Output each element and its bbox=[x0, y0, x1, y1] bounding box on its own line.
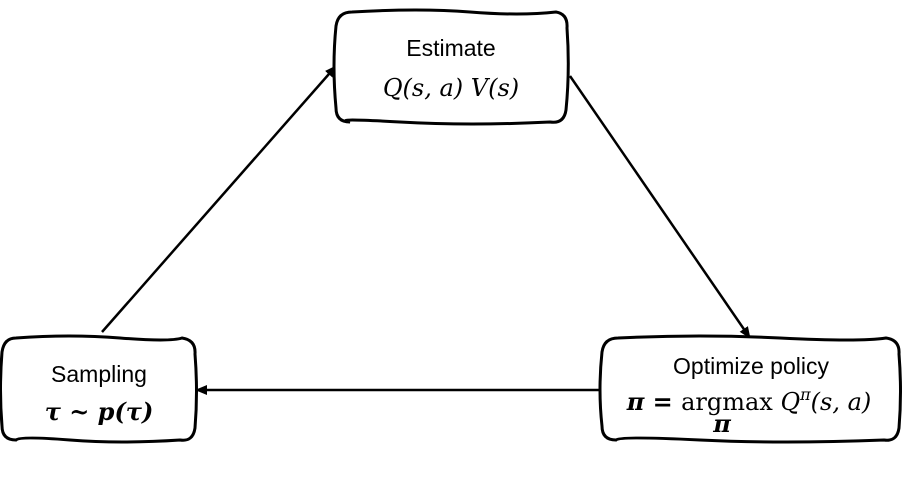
sampling-title: Sampling bbox=[51, 361, 147, 387]
arrow-estimate-to-optimize bbox=[568, 75, 752, 339]
optimize-formula-base: Q bbox=[773, 388, 800, 416]
estimate-title: Estimate bbox=[406, 35, 495, 61]
sampling-formula: τ ~ p(τ) bbox=[45, 397, 154, 426]
optimize-formula-lhs: π = bbox=[626, 387, 681, 416]
optimize-node-border bbox=[598, 334, 902, 444]
estimate-node: Estimate Q(s, a) V(s) bbox=[332, 8, 570, 126]
optimize-node: Optimize policy π = argmax Qπ(s, a) π bbox=[598, 334, 902, 444]
optimize-formula: π = argmax Qπ(s, a) bbox=[626, 385, 872, 416]
estimate-node-border bbox=[332, 8, 570, 126]
optimize-formula-sup: π bbox=[799, 385, 811, 404]
arrow-sampling-to-estimate bbox=[101, 65, 337, 333]
optimize-title: Optimize policy bbox=[673, 353, 829, 379]
optimize-formula-op: argmax bbox=[681, 388, 773, 416]
optimize-formula-sub: π bbox=[712, 409, 731, 438]
optimize-formula-args: (s, a) bbox=[811, 388, 872, 416]
estimate-formula: Q(s, a) V(s) bbox=[383, 74, 519, 102]
sampling-node-border bbox=[0, 334, 198, 444]
sampling-node: Sampling τ ~ p(τ) bbox=[0, 334, 198, 444]
